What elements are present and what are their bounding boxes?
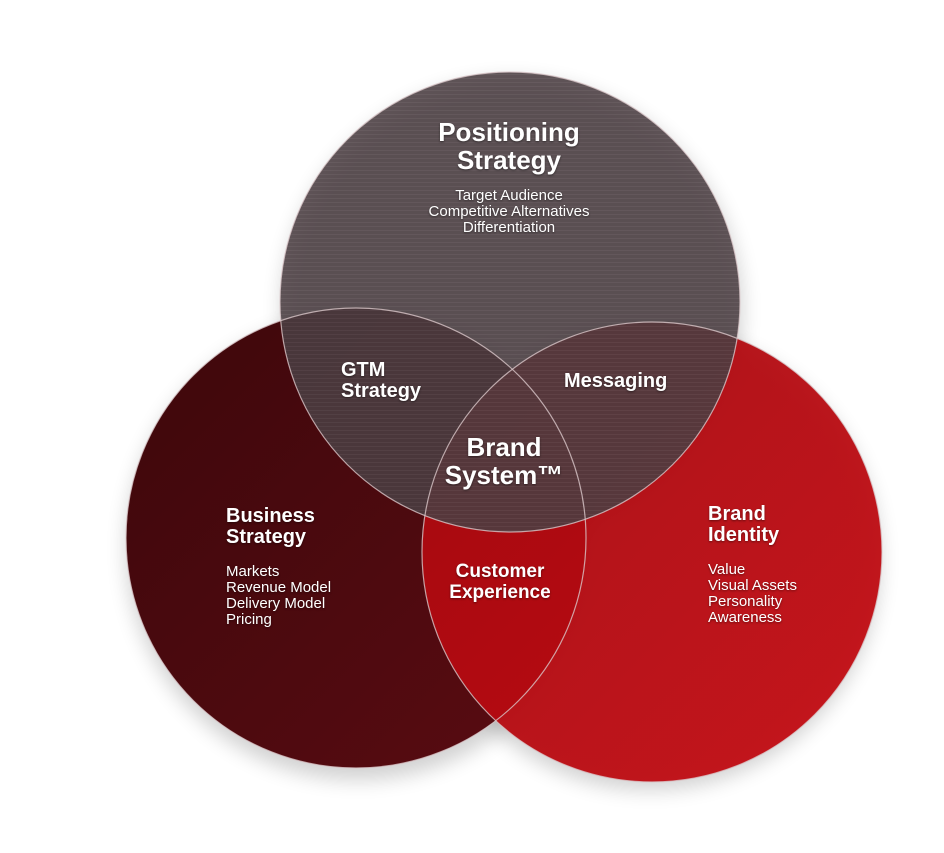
- list-item: Awareness: [708, 609, 782, 626]
- brand-system-label: Brand System™: [445, 433, 564, 489]
- business-items: Markets Revenue Model Delivery Model Pri…: [226, 564, 331, 628]
- cx-line-1: Customer: [455, 561, 545, 582]
- list-item: Markets: [226, 563, 280, 580]
- identity-items: Value Visual Assets Personality Awarenes…: [708, 562, 797, 626]
- brand-identity-label: Brand Identity Value Visual Assets Perso…: [708, 504, 797, 626]
- list-item: Target Audience: [455, 187, 563, 204]
- brand-system-line-1: Brand: [466, 432, 542, 462]
- list-item: Visual Assets: [708, 577, 797, 594]
- business-title-line-2: Strategy: [226, 526, 307, 548]
- business-strategy-label: Business Strategy Markets Revenue Model …: [226, 506, 331, 628]
- list-item: Delivery Model: [226, 595, 326, 612]
- messaging-line-1: Messaging: [564, 370, 668, 392]
- gtm-strategy-label: GTM Strategy: [341, 360, 421, 402]
- circle-positioning-strategy: [280, 72, 740, 532]
- list-item: Differentiation: [462, 219, 556, 236]
- gtm-line-1: GTM: [341, 359, 386, 381]
- positioning-title-line-2: Strategy: [456, 145, 562, 175]
- messaging-label: Messaging: [564, 371, 667, 392]
- list-item: Value: [708, 561, 746, 578]
- positioning-title: Positioning Strategy: [429, 118, 590, 174]
- identity-title-line-2: Identity: [708, 524, 780, 546]
- customer-experience-label: Customer Experience: [449, 561, 550, 603]
- positioning-title-line-1: Positioning: [438, 117, 580, 147]
- business-title-line-1: Business: [226, 505, 315, 527]
- brand-system-line-2: System™: [444, 460, 564, 490]
- positioning-items: Target Audience Competitive Alternatives…: [429, 188, 590, 236]
- list-item: Revenue Model: [226, 579, 332, 596]
- cx-line-2: Experience: [449, 582, 551, 603]
- gtm-line-2: Strategy: [341, 380, 422, 402]
- list-item: Competitive Alternatives: [428, 203, 590, 220]
- list-item: Pricing: [226, 611, 272, 628]
- identity-title-line-1: Brand: [708, 503, 766, 525]
- positioning-strategy-label: Positioning Strategy Target Audience Com…: [429, 118, 590, 236]
- list-item: Personality: [708, 593, 783, 610]
